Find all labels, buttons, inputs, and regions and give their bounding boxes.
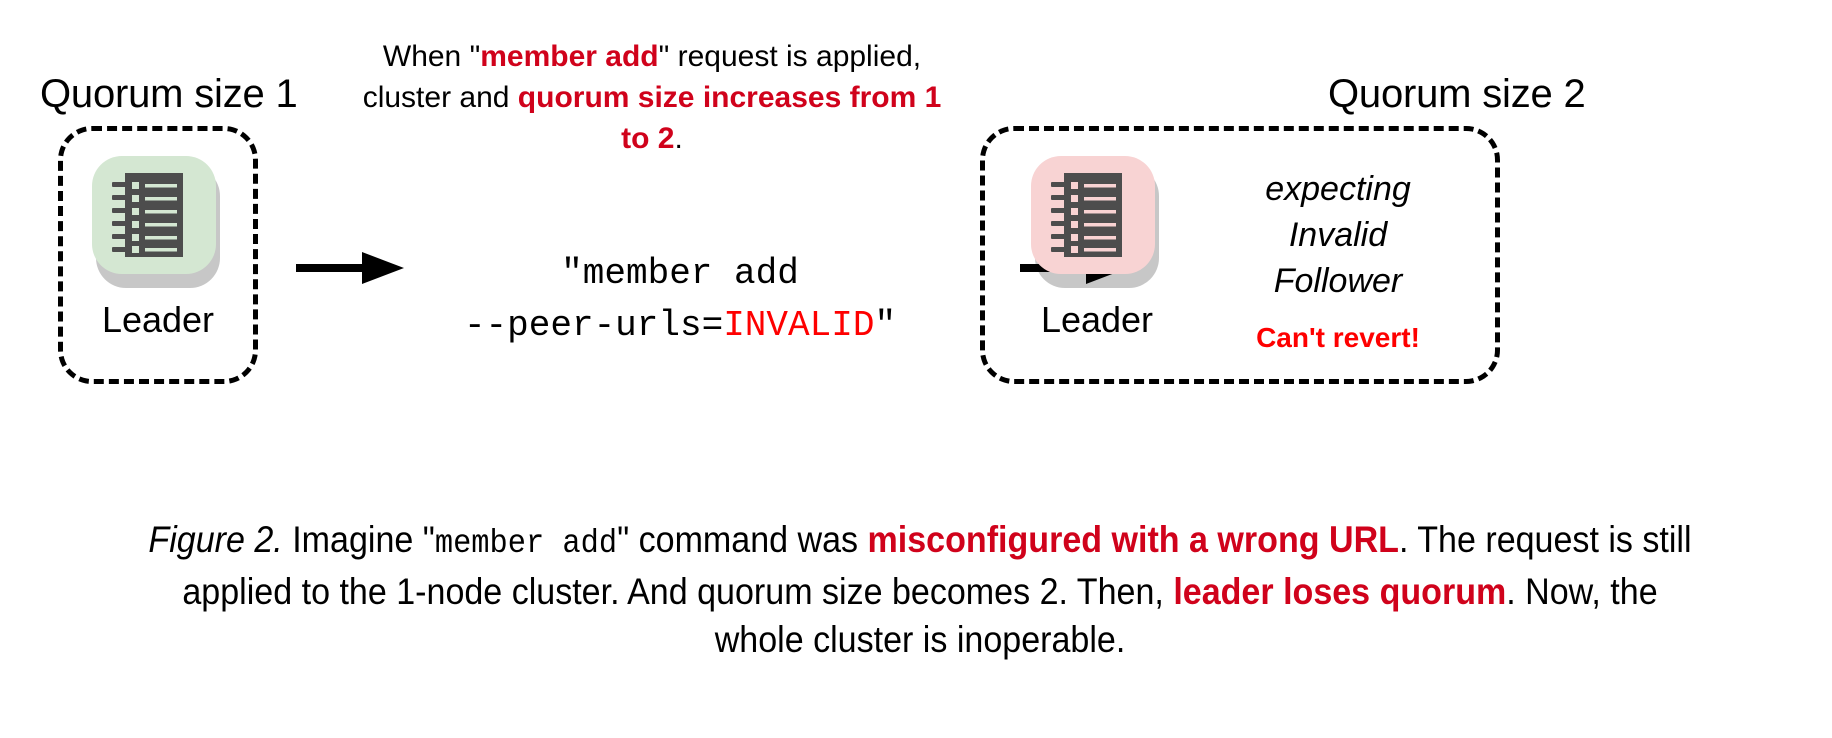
caption-segment-1: Imagine " [282,519,435,560]
status-line-expecting: expecting [1265,170,1411,208]
caption-segment-3: " command was [617,519,868,560]
arrow-right-icon [296,248,406,293]
caption-highlight-loses-quorum: leader loses quorum [1173,571,1507,612]
top-annotation-note: When "member add" request is applied, cl… [352,36,952,159]
status-line-follower: Follower [1273,262,1403,300]
note-segment-4: . [674,122,683,155]
note-segment-0: When " [382,40,481,73]
command-line-2-prefix: --peer-urls= [463,305,724,346]
right-node-icon-wrap [1031,156,1163,288]
left-cluster-box [58,126,258,384]
command-text: "member add --peer-urls=INVALID" [430,248,930,352]
command-line-1: "member add [561,253,799,294]
note-segment-2: " request is applied, cluster and [362,40,922,114]
server-rack-icon [92,156,216,274]
right-cluster-box [980,126,1500,384]
command-line-2: --peer-urls=INVALID" [430,300,930,352]
caption-segment-5: . The request is still applied to the 1-… [182,519,1692,612]
server-rack-icon-2 [1031,156,1155,274]
note-segment-3: quorum size increases from 1 to 2 [517,81,942,155]
cant-revert-warning: Can't revert! [1256,322,1420,353]
note-segment-1: member add [480,40,659,73]
right-node-label: Leader [1040,299,1154,340]
left-cluster-title: Quorum size 1 [40,72,298,116]
left-node-icon-wrap [92,156,224,288]
right-cluster-status: expecting Invalid Follower Can't revert! [1190,166,1486,354]
caption-highlight-misconfigured: misconfigured with a wrong URL [867,519,1399,560]
command-invalid-value: INVALID [723,305,875,346]
left-node-label: Leader [101,299,215,340]
command-line-2-suffix: " [874,305,897,346]
right-leader-node: Leader [1022,156,1172,340]
status-line-invalid: Invalid [1288,216,1388,254]
right-cluster-title: Quorum size 2 [1328,72,1586,116]
caption-figure-number: Figure 2. [148,519,283,560]
caption-segment-7: . Now, the whole cluster is inoperable. [714,571,1658,660]
figure-caption: Figure 2. Imagine "member add" command w… [138,516,1702,664]
caption-mono-command: member add [434,525,618,562]
left-leader-node: Leader [83,156,233,340]
